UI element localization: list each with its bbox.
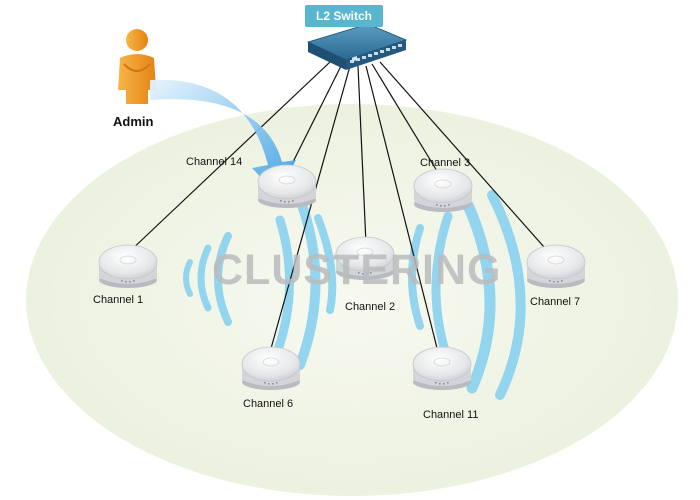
management-arrow-icon	[150, 79, 296, 196]
access-point-icon	[412, 346, 472, 391]
access-point-icon	[526, 244, 586, 289]
channel-2-label: Channel 2	[345, 301, 396, 313]
admin-label: Admin	[113, 114, 154, 129]
l2-switch-label: L2 Switch	[305, 5, 383, 27]
channel-6-label: Channel 6	[243, 398, 294, 410]
channel-7-label: Channel 7	[530, 296, 581, 308]
access-point-icon	[257, 164, 317, 209]
channel-11-label: Channel 11	[423, 409, 479, 421]
l2-switch-icon	[306, 23, 408, 70]
access-point-icon	[241, 346, 301, 391]
channel-1-label: Channel 1	[93, 294, 144, 306]
wireless-waves	[183, 190, 526, 400]
access-point-icon	[413, 168, 473, 213]
access-point-icon	[98, 244, 158, 289]
cluster-area	[26, 104, 678, 496]
ethernet-cables	[127, 61, 553, 353]
clustering-label: CLUSTERING	[212, 246, 502, 294]
channel-14-label: Channel 14	[186, 156, 243, 168]
admin-person-icon	[118, 29, 156, 104]
channel-3-label: Channel 3	[420, 157, 471, 169]
